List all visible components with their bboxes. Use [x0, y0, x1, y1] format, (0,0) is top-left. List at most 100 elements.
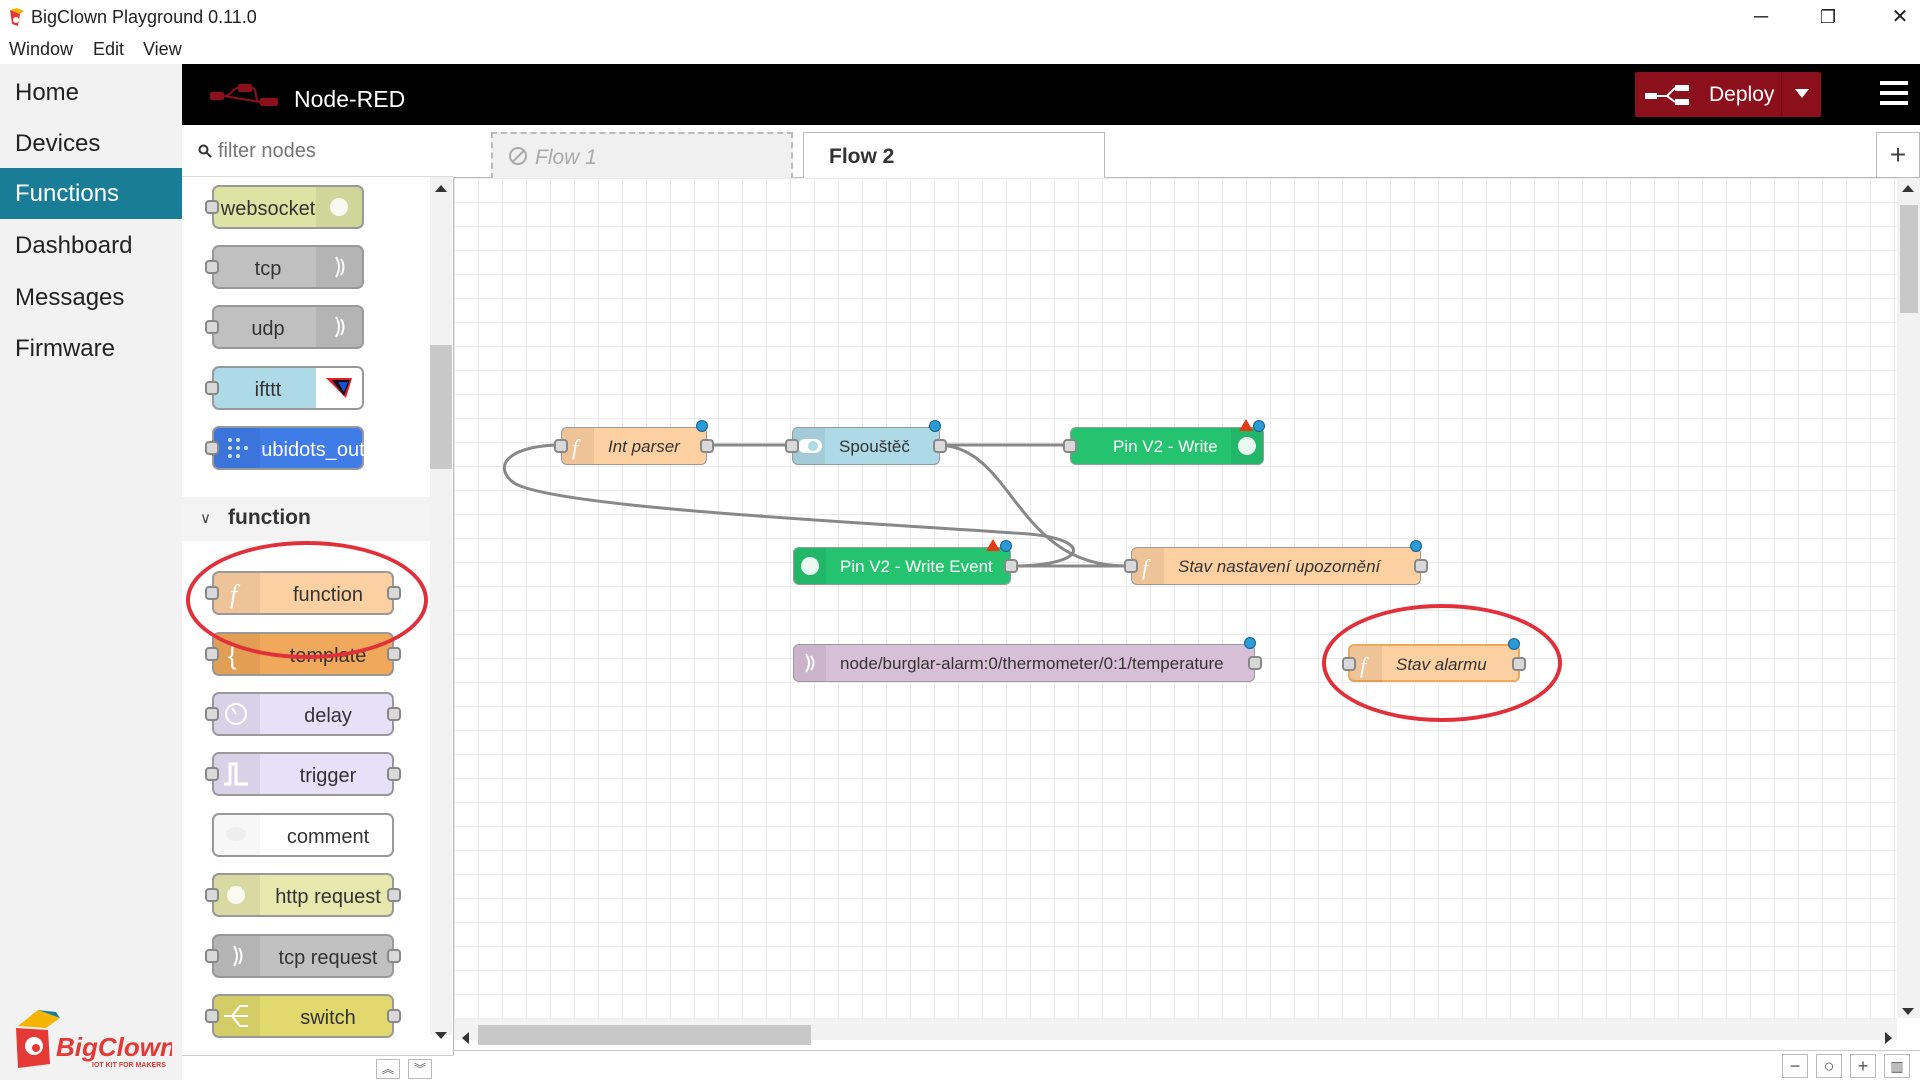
palette-node-comment[interactable]: comment: [212, 813, 394, 857]
ifttt-icon: [316, 368, 362, 408]
wire: [936, 443, 1127, 568]
tab-flow-2[interactable]: Flow 2: [803, 132, 1105, 179]
tab-flow-1[interactable]: Flow 1: [491, 132, 793, 179]
ubidots-icon: [214, 428, 260, 468]
palette-scrollbar[interactable]: [430, 177, 452, 1035]
palette-port: [387, 647, 401, 661]
flow-node-pin-v2-write[interactable]: Pin V2 - Write: [1063, 419, 1265, 465]
palette-port: [205, 949, 219, 963]
palette-node-switch[interactable]: switch: [205, 994, 401, 1038]
palette-category-function[interactable]: ∨ function: [182, 497, 430, 541]
palette-node-delay[interactable]: delay: [205, 692, 401, 736]
palette-port: [205, 381, 219, 395]
changed-indicator: [929, 420, 941, 432]
changed-indicator: [1000, 540, 1012, 552]
menu-edit[interactable]: Edit: [93, 39, 125, 59]
globe-icon: [316, 187, 362, 227]
node-port[interactable]: [700, 439, 714, 453]
palette-scroll-down-icon[interactable]: [435, 1032, 447, 1039]
flow-node-stav-nastaveni[interactable]: f Stav nastavení upozornění: [1124, 540, 1428, 585]
changed-indicator: [1410, 540, 1422, 552]
palette-node-ifttt[interactable]: ifttt: [205, 366, 364, 410]
minimize-button[interactable]: ─: [1753, 6, 1769, 28]
palette-node-http-request[interactable]: http request: [205, 873, 401, 917]
network-icon: [214, 936, 260, 976]
palette-scroll-up-icon[interactable]: [435, 185, 447, 192]
palette-node-ubidots-out[interactable]: ubidots_out: [205, 426, 365, 470]
zoom-out-icon[interactable]: −: [1782, 1054, 1808, 1078]
palette-node-udp[interactable]: udp: [205, 305, 364, 349]
main-menu-icon[interactable]: [1880, 81, 1908, 105]
warning-icon: [986, 539, 1000, 551]
scroll-right-icon[interactable]: [1885, 1032, 1892, 1044]
node-port[interactable]: [1004, 559, 1018, 573]
filter-nodes-input[interactable]: [218, 140, 438, 163]
navigator-map-icon[interactable]: ▥: [1884, 1054, 1910, 1078]
palette-node-trigger[interactable]: trigger: [205, 752, 401, 796]
nav-item-dashboard[interactable]: Dashboard: [15, 232, 133, 259]
workspace-vertical-scrollbar[interactable]: [1897, 178, 1920, 1018]
add-tab-button[interactable]: +: [1876, 132, 1920, 178]
palette-scroll-thumb[interactable]: [430, 345, 452, 469]
deploy-dropdown-icon[interactable]: [1795, 89, 1809, 98]
node-palette: websocket tcp udp ifttt ubid: [182, 125, 454, 1080]
deploy-label: Deploy: [1709, 83, 1775, 106]
node-port[interactable]: [785, 439, 799, 453]
node-port[interactable]: [1063, 439, 1077, 453]
flow-tabs: Flow 1 Flow 2 +: [454, 125, 1920, 179]
scroll-down-icon[interactable]: [1902, 1008, 1914, 1015]
node-port[interactable]: [933, 439, 947, 453]
workspace-vertical-thumb[interactable]: [1900, 205, 1918, 313]
palette-node-websocket[interactable]: websocket: [205, 185, 364, 229]
globe-icon: [794, 548, 826, 584]
nav-item-home[interactable]: Home: [15, 79, 80, 106]
wire: [502, 443, 1075, 568]
workspace-horizontal-scrollbar[interactable]: [454, 1018, 1897, 1040]
flow-node-mqtt-topic[interactable]: node/burglar-alarm:0/thermometer/0:1/tem…: [793, 637, 1262, 682]
left-nav: Home Devices Functions Dashboard Message…: [0, 64, 182, 1080]
palette-port: [205, 260, 219, 274]
workspace-horizontal-thumb[interactable]: [478, 1025, 811, 1045]
nav-item-messages[interactable]: Messages: [15, 284, 125, 311]
deploy-button[interactable]: Deploy: [1635, 72, 1821, 117]
flow-node-int-parser[interactable]: f Int parser: [554, 420, 714, 465]
collapse-all-icon[interactable]: ︽: [376, 1059, 400, 1079]
palette-port: [387, 888, 401, 902]
expand-all-icon[interactable]: ︾: [408, 1059, 432, 1079]
nav-item-functions[interactable]: Functions: [0, 168, 182, 219]
bigclown-logo: BigClown IOT KIT FOR MAKERS: [16, 1010, 172, 1069]
switch-icon: [214, 996, 260, 1036]
node-port[interactable]: [1248, 656, 1262, 670]
comment-icon: [214, 815, 260, 855]
nodered-header: Node-RED Deploy: [182, 64, 1920, 125]
nav-item-firmware[interactable]: Firmware: [15, 335, 115, 362]
node-port[interactable]: [554, 439, 568, 453]
disabled-icon: [509, 147, 527, 165]
palette-node-tcp-request[interactable]: tcp request: [205, 934, 401, 978]
node-port[interactable]: [1124, 559, 1138, 573]
flow-node-spoustec[interactable]: Spouštěč: [785, 420, 947, 465]
nav-item-devices[interactable]: Devices: [15, 130, 101, 157]
scroll-up-icon[interactable]: [1902, 185, 1914, 192]
timer-icon: [214, 694, 260, 734]
logo-tagline: IOT KIT FOR MAKERS: [92, 1062, 166, 1069]
zoom-reset-icon[interactable]: ○: [1816, 1054, 1842, 1078]
title-bar: BigClown Playground 0.11.0 ─ ❐ ✕: [0, 0, 1920, 35]
palette-port: [387, 949, 401, 963]
flow-node-pin-v2-write-event[interactable]: Pin V2 - Write Event: [793, 539, 1018, 585]
node-port[interactable]: [1414, 559, 1428, 573]
warning-icon: [1239, 419, 1253, 431]
window-title: BigClown Playground 0.11.0: [31, 7, 257, 27]
menu-window[interactable]: Window: [9, 39, 74, 59]
svg-text:f: f: [572, 435, 581, 460]
menu-view[interactable]: View: [143, 39, 182, 59]
restore-button[interactable]: ❐: [1819, 7, 1837, 27]
close-button[interactable]: ✕: [1891, 6, 1909, 28]
changed-indicator: [1244, 637, 1256, 649]
palette-node-tcp[interactable]: tcp: [205, 245, 364, 289]
deploy-separator: [1781, 72, 1782, 117]
palette-filter: [182, 125, 454, 177]
zoom-in-icon[interactable]: +: [1850, 1054, 1876, 1078]
flow-workspace[interactable]: f Int parser Spouštěč Pin V2 - Write Pin…: [454, 178, 1897, 1018]
scroll-left-icon[interactable]: [462, 1032, 469, 1044]
